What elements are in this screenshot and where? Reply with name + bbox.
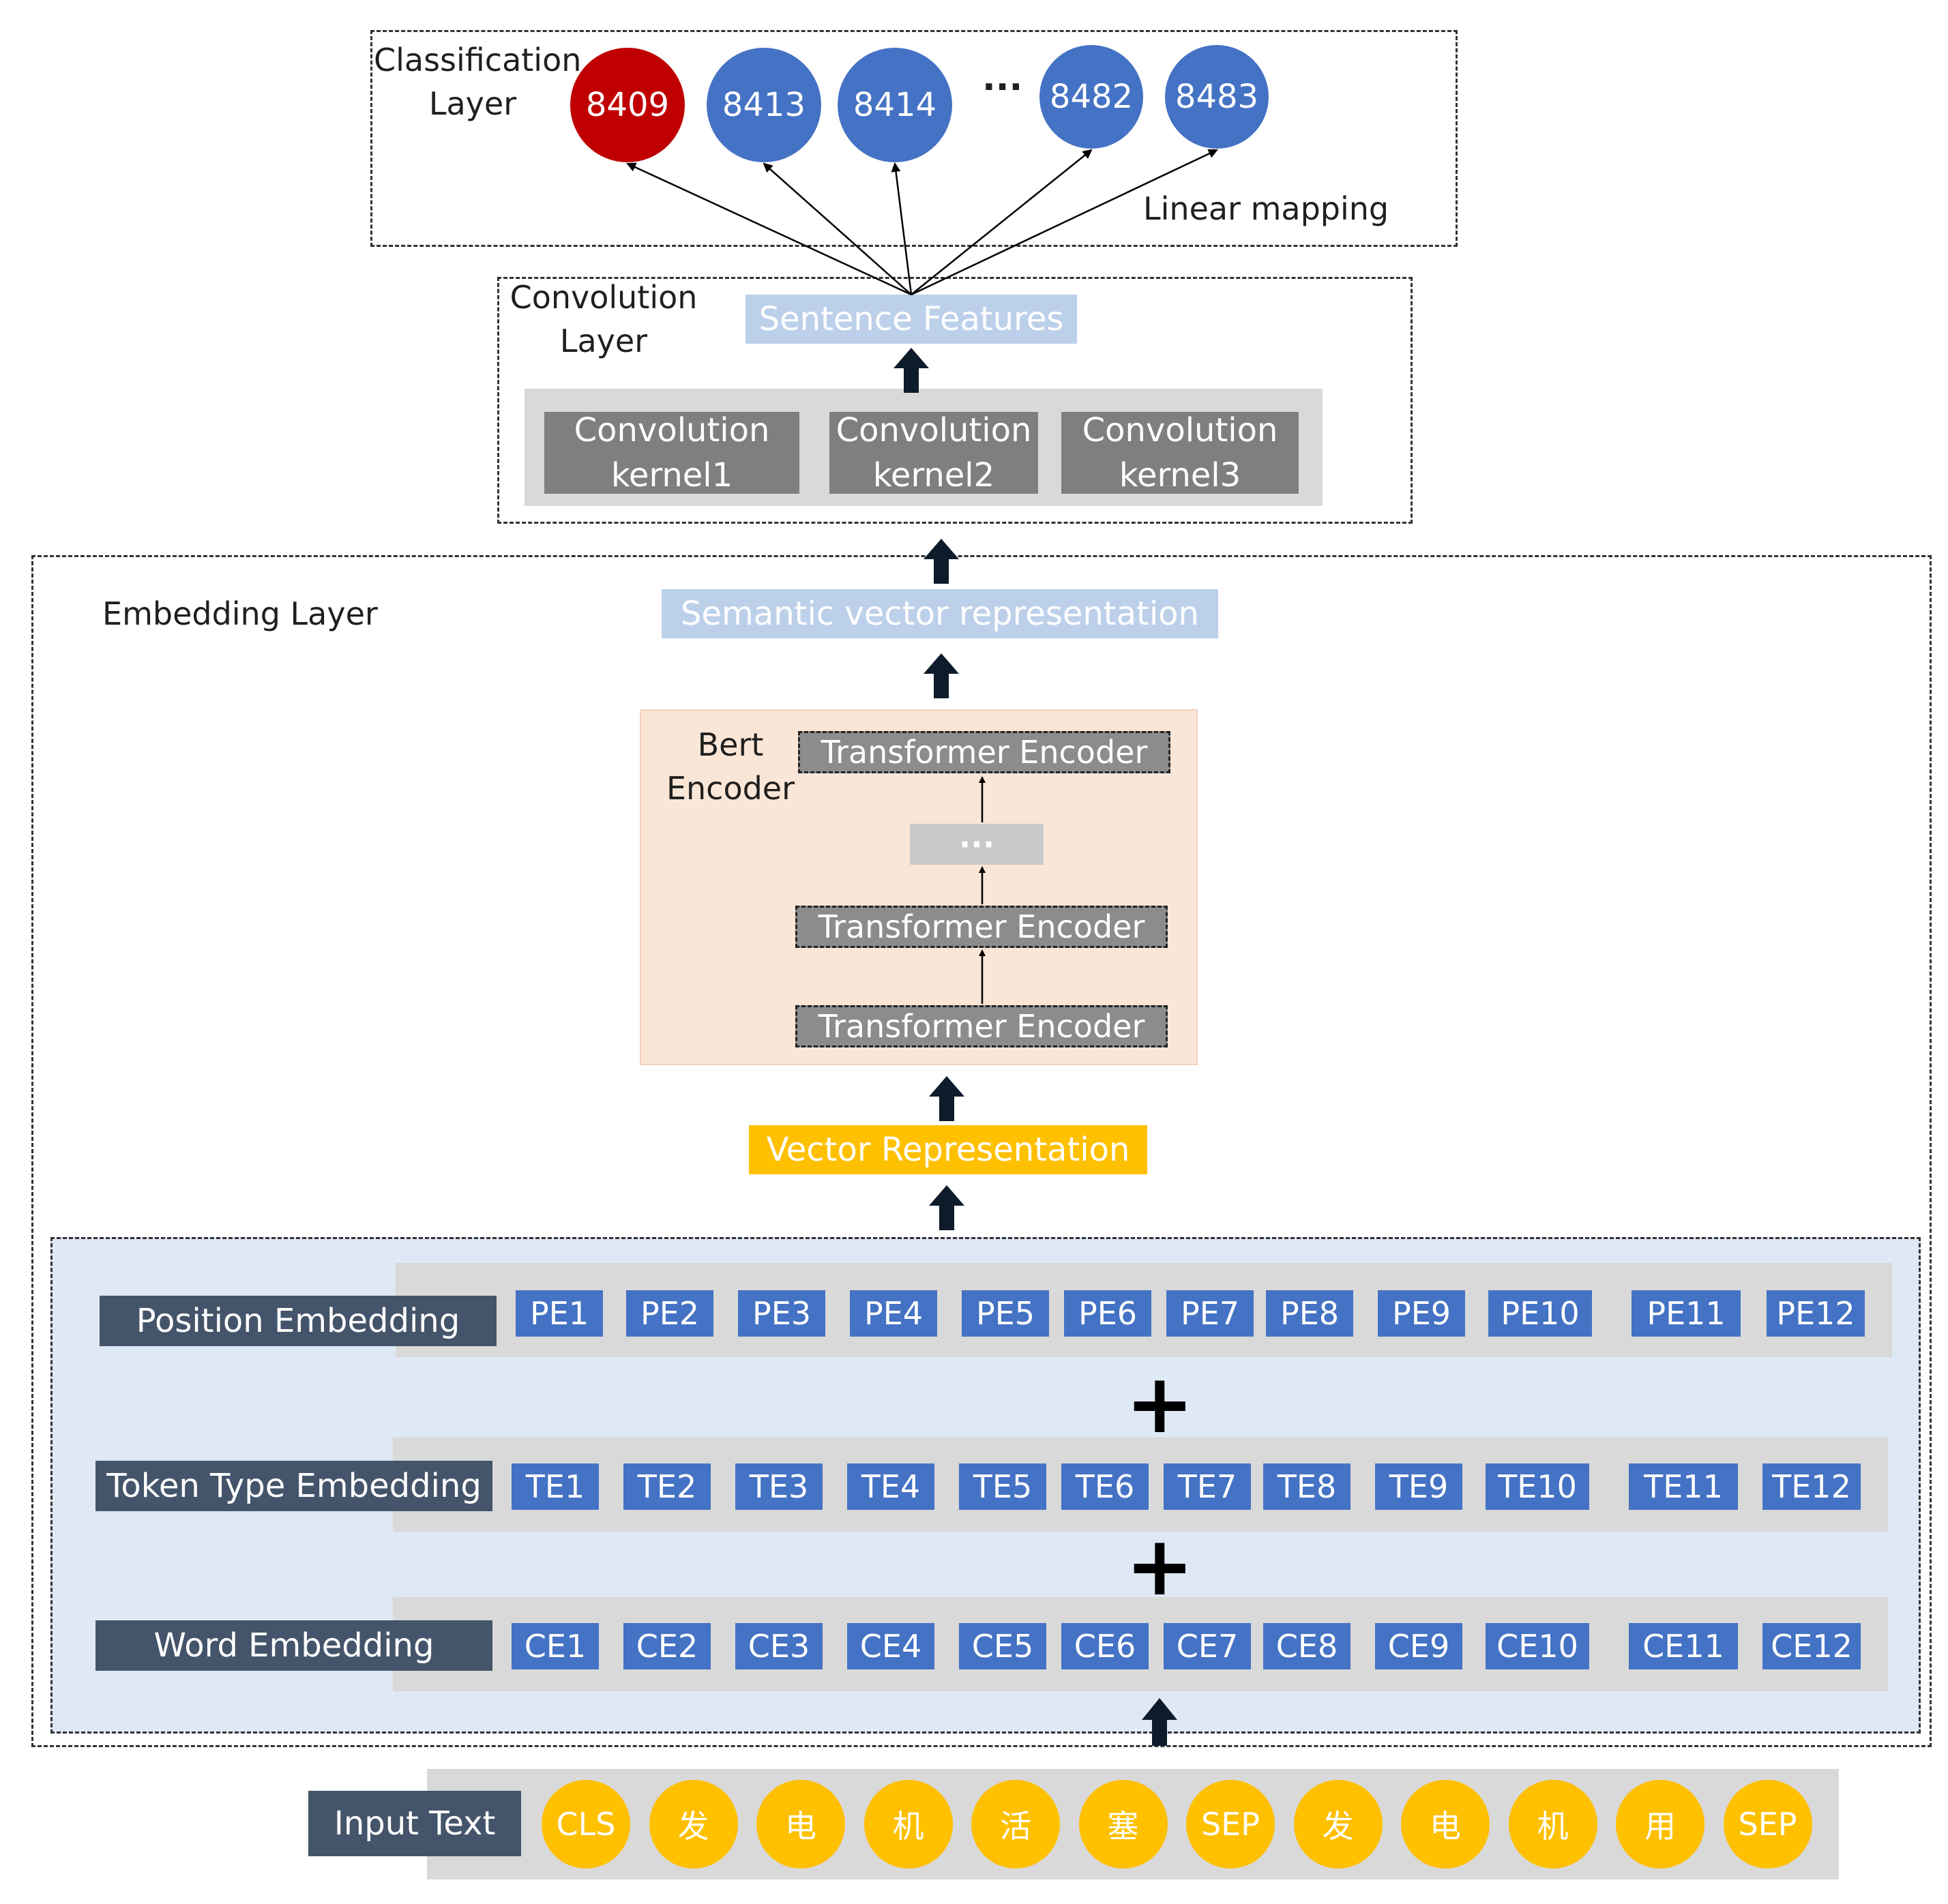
class-node-3: 8482 xyxy=(1039,45,1143,149)
ce-token-6: CE6 xyxy=(1061,1623,1149,1669)
input-token-11: 用 xyxy=(1616,1780,1704,1869)
convolution-layer-frame xyxy=(497,277,1413,524)
embedding-layer-frame xyxy=(31,555,1932,1747)
input-token-4: 机 xyxy=(864,1780,953,1869)
plus-sign-1: + xyxy=(1125,1357,1194,1452)
input-token-3: 电 xyxy=(756,1780,845,1869)
linear-mapping-lines xyxy=(626,149,1218,296)
ce-token-7: CE7 xyxy=(1164,1623,1251,1669)
input-token-6: 塞 xyxy=(1078,1780,1168,1869)
ce-token-10: CE10 xyxy=(1486,1623,1589,1669)
class-node-4: 8483 xyxy=(1165,45,1269,149)
class-node-0: 8409 xyxy=(570,48,685,162)
pe-token-2: PE2 xyxy=(626,1290,713,1337)
class-node-2: 8414 xyxy=(838,48,952,162)
sentence-features-box: Sentence Features xyxy=(746,295,1077,344)
te-token-7: TE7 xyxy=(1164,1463,1251,1510)
conv-kernel-2: Convolution kernel2 xyxy=(829,411,1038,494)
transformer-encoder-bottom: Transformer Encoder xyxy=(795,1005,1168,1047)
te-token-11: TE11 xyxy=(1629,1463,1738,1510)
input-token-1: CLS xyxy=(542,1780,630,1869)
pe-token-12: PE12 xyxy=(1767,1290,1865,1337)
ce-token-1: CE1 xyxy=(512,1623,599,1669)
pe-token-11: PE11 xyxy=(1632,1290,1741,1337)
pe-token-6: PE6 xyxy=(1064,1290,1151,1337)
ce-token-4: CE4 xyxy=(847,1623,934,1669)
pe-token-8: PE8 xyxy=(1266,1290,1353,1337)
pe-token-1: PE1 xyxy=(516,1290,603,1337)
ce-token-8: CE8 xyxy=(1263,1623,1351,1669)
input-token-12: SEP xyxy=(1723,1780,1812,1869)
embedding-layer-label: Embedding Layer xyxy=(102,595,378,632)
linear-mapping-label: Linear mapping xyxy=(1143,190,1389,227)
pe-token-10: PE10 xyxy=(1488,1290,1592,1337)
te-token-2: TE2 xyxy=(623,1463,711,1510)
te-token-6: TE6 xyxy=(1061,1463,1149,1510)
pe-token-7: PE7 xyxy=(1166,1290,1254,1337)
token-type-embedding-label: Token Type Embedding xyxy=(95,1461,492,1511)
conv-kernel-1: Convolution kernel1 xyxy=(544,411,799,494)
class-ellipsis: ··· xyxy=(982,67,1023,108)
word-embedding-label: Word Embedding xyxy=(95,1620,492,1671)
input-token-2: 发 xyxy=(649,1780,738,1869)
te-token-4: TE4 xyxy=(847,1463,934,1510)
ce-token-12: CE12 xyxy=(1762,1623,1861,1669)
vector-representation-box: Vector Representation xyxy=(749,1125,1147,1174)
semantic-vector-box: Semantic vector representation xyxy=(662,589,1218,638)
te-token-10: TE10 xyxy=(1486,1463,1589,1510)
input-text-label: Input Text xyxy=(308,1791,521,1856)
classification-layer-label: Classification Layer xyxy=(374,42,582,122)
ce-token-3: CE3 xyxy=(735,1623,823,1669)
conv-kernel-3: Convolution kernel3 xyxy=(1061,411,1299,494)
pe-token-3: PE3 xyxy=(738,1290,825,1337)
class-node-1: 8413 xyxy=(707,48,821,162)
te-token-12: TE12 xyxy=(1762,1463,1861,1510)
te-token-1: TE1 xyxy=(512,1463,599,1510)
ce-token-5: CE5 xyxy=(959,1623,1046,1669)
pe-token-9: PE9 xyxy=(1378,1290,1465,1337)
transformer-encoder-middle: Transformer Encoder xyxy=(795,906,1168,948)
block-arrows xyxy=(894,348,1177,1746)
plus-sign-2: + xyxy=(1125,1519,1194,1614)
position-embedding-label: Position Embedding xyxy=(100,1296,497,1346)
input-token-9: 电 xyxy=(1401,1780,1490,1869)
classification-layer-frame xyxy=(370,30,1458,247)
te-token-3: TE3 xyxy=(735,1463,823,1510)
ce-token-9: CE9 xyxy=(1375,1623,1462,1669)
pe-token-5: PE5 xyxy=(962,1290,1049,1337)
te-token-8: TE8 xyxy=(1263,1463,1351,1510)
input-token-5: 活 xyxy=(971,1780,1060,1869)
convolution-layer-label: Convolution Layer xyxy=(510,279,698,359)
ce-token-2: CE2 xyxy=(623,1623,711,1669)
pe-token-4: PE4 xyxy=(850,1290,937,1337)
input-token-8: 发 xyxy=(1293,1780,1383,1869)
bert-encoder-label: Bert Encoder xyxy=(666,726,795,807)
ce-token-11: CE11 xyxy=(1629,1623,1738,1669)
transformer-encoder-top: Transformer Encoder xyxy=(798,731,1170,773)
input-token-10: 机 xyxy=(1508,1780,1597,1869)
transformer-ellipsis-box: ··· xyxy=(910,824,1044,865)
input-token-7: SEP xyxy=(1186,1780,1275,1869)
te-token-5: TE5 xyxy=(959,1463,1046,1510)
te-token-9: TE9 xyxy=(1375,1463,1462,1510)
